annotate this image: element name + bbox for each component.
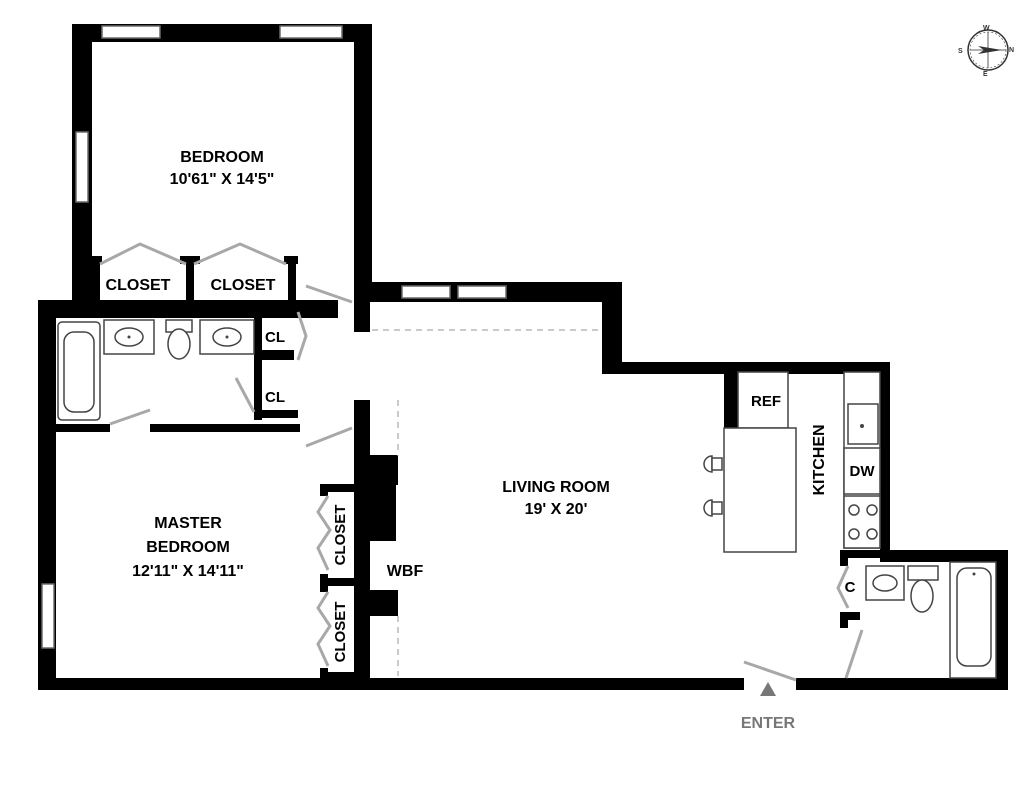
closet-label: CLOSET	[211, 277, 276, 294]
toilet-icon	[907, 565, 939, 581]
wbf-label: WBF	[387, 563, 424, 580]
master-bedroom-name-line2: BEDROOM	[146, 539, 230, 556]
c-label: C	[845, 579, 856, 596]
cl-label: CL	[265, 389, 285, 406]
master-bedroom-name-line1: MASTER	[154, 515, 222, 532]
dishwasher	[843, 447, 881, 495]
closet-label: CLOSET	[332, 505, 349, 566]
room-labels: BEDROOM 10'61" X 14'5" CLOSET CLOSET CL …	[106, 149, 876, 732]
stool-icon	[703, 499, 713, 517]
compass-n: N	[1009, 47, 1014, 54]
living-room-name: LIVING ROOM	[502, 479, 610, 496]
master-bedroom-size: 12'11" X 14'11"	[132, 563, 244, 580]
entry-arrow-icon	[760, 682, 776, 696]
windows	[41, 25, 507, 649]
kitchen-sink-icon	[847, 403, 879, 445]
bedroom-name: BEDROOM	[180, 149, 264, 166]
closet-label: CLOSET	[332, 602, 349, 663]
stove-icon	[843, 495, 881, 549]
compass-w: W	[983, 25, 990, 32]
compass-s: S	[958, 48, 963, 55]
living-room-size: 19' X 20'	[525, 501, 588, 518]
ref-label: REF	[751, 393, 781, 410]
closet-label: CLOSET	[106, 277, 171, 294]
bedroom-size: 10'61" X 14'5"	[170, 171, 275, 188]
cl-label: CL	[265, 329, 285, 346]
refrigerator	[737, 371, 789, 429]
compass-e: E	[983, 71, 988, 78]
fixtures	[57, 319, 997, 679]
doors	[99, 242, 864, 682]
enter-label: ENTER	[741, 715, 796, 732]
kitchen-island	[723, 427, 797, 553]
compass-icon	[967, 29, 1009, 71]
openings	[372, 329, 602, 676]
dw-label: DW	[850, 463, 876, 480]
stool-icon	[703, 455, 713, 473]
kitchen-name: KITCHEN	[811, 424, 828, 495]
sink-icon	[199, 319, 255, 355]
